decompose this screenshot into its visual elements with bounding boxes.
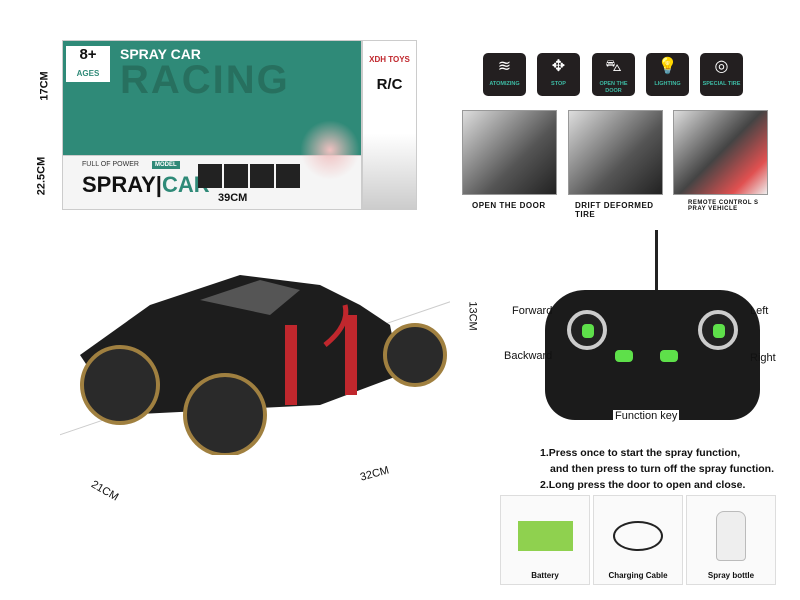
accessory-battery: Battery bbox=[500, 495, 590, 585]
accessory-spray-bottle: Spray bottle bbox=[686, 495, 776, 585]
model-badge: MODEL bbox=[152, 161, 180, 169]
tire-icon bbox=[250, 164, 274, 188]
car-depth-dim: 21CM bbox=[88, 478, 121, 504]
light-icon bbox=[224, 164, 248, 188]
feature-open-door: ⛍OPEN THE DOOR bbox=[592, 53, 635, 96]
shock-absorber bbox=[285, 325, 297, 405]
feature-label: OPEN THE DOOR bbox=[599, 81, 628, 94]
feature-stop: ✥STOP bbox=[537, 53, 580, 96]
box-feature-icons bbox=[198, 164, 300, 188]
accessory-label: Battery bbox=[531, 571, 559, 580]
box-title: SPRAY CAR bbox=[120, 46, 201, 62]
feature-special-tire: ◎SPECIAL TIRE bbox=[700, 53, 743, 96]
product-name-1: SPRAY bbox=[82, 172, 156, 197]
feature-lighting: 💡LIGHTING bbox=[646, 53, 689, 96]
label-function-key: Function key bbox=[613, 410, 680, 422]
box-height-dim: 17CM bbox=[38, 71, 51, 101]
battery-icon bbox=[517, 521, 573, 551]
age-value: 8+ bbox=[79, 46, 97, 63]
instructions: 1.Press once to start the spray function… bbox=[540, 445, 774, 493]
label-backward: Backward bbox=[504, 350, 553, 362]
feature-label: ATOMIZING bbox=[489, 81, 520, 87]
right-joystick[interactable] bbox=[698, 310, 738, 350]
age-badge: 8+ AGES bbox=[66, 46, 110, 82]
wheel-front-left bbox=[183, 373, 267, 455]
label-forward: Forward bbox=[512, 305, 553, 317]
remote-antenna bbox=[655, 230, 658, 292]
box-side-panel: XDH TOYS R/C bbox=[362, 40, 417, 210]
instruction-line: and then press to turn off the spray fun… bbox=[550, 463, 775, 475]
cable-icon bbox=[613, 521, 663, 551]
car-canopy bbox=[200, 280, 300, 315]
instruction-line: 2.Long press the door to open and close. bbox=[540, 479, 746, 491]
instruction-line: 1.Press once to start the spray function… bbox=[540, 447, 741, 459]
car-height-dim: 13CM bbox=[466, 301, 479, 331]
wheel-rear-left bbox=[80, 345, 160, 425]
box-width-dim: 39CM bbox=[218, 192, 248, 204]
accessory-cable: Charging Cable bbox=[593, 495, 683, 585]
label-right: Right bbox=[750, 352, 776, 364]
car-body bbox=[80, 275, 400, 415]
feature-atomizing: ≋ATOMIZING bbox=[483, 53, 526, 96]
label-left: Left bbox=[750, 305, 769, 317]
spray-button[interactable] bbox=[615, 350, 633, 362]
tagline: FULL OF POWER bbox=[82, 161, 139, 168]
maker-logo: XDH TOYS bbox=[369, 55, 410, 64]
bottle-icon bbox=[716, 511, 746, 561]
car-illustration bbox=[60, 275, 450, 455]
car-length-dim: 32CM bbox=[358, 464, 391, 484]
box-depth-dim: 22.5CM bbox=[35, 156, 48, 196]
caption-open-door: OPEN THE DOOR bbox=[472, 201, 546, 210]
photo-drift-tire bbox=[568, 110, 663, 195]
remote-controller bbox=[545, 290, 760, 420]
left-joystick[interactable] bbox=[567, 310, 607, 350]
rc-logo: R/C bbox=[376, 76, 403, 93]
feature-label: STOP bbox=[551, 81, 566, 87]
spray-smoke bbox=[300, 120, 360, 180]
caption-spray: REMOTE CONTROL S PRAY VEHICLE bbox=[688, 200, 759, 212]
shock-absorber bbox=[345, 315, 357, 395]
wheel-front-right bbox=[383, 323, 447, 387]
photo-spray bbox=[673, 110, 768, 195]
function-key-button[interactable] bbox=[660, 350, 678, 362]
accessory-label: Spray bottle bbox=[707, 571, 755, 580]
product-name: SPRAY|CAR bbox=[82, 172, 210, 197]
photo-open-door bbox=[462, 110, 557, 195]
door-icon bbox=[198, 164, 222, 188]
door-arrow bbox=[323, 304, 349, 347]
age-label: AGES bbox=[76, 69, 100, 78]
feature-label: SPECIAL TIRE bbox=[702, 81, 741, 87]
caption-drift-tire: DRIFT DEFORMED TIRE bbox=[575, 201, 654, 219]
arrows-icon bbox=[276, 164, 300, 188]
feature-label: LIGHTING bbox=[654, 81, 681, 87]
accessory-label: Charging Cable bbox=[608, 571, 668, 580]
racing-watermark: RACING bbox=[120, 58, 290, 102]
